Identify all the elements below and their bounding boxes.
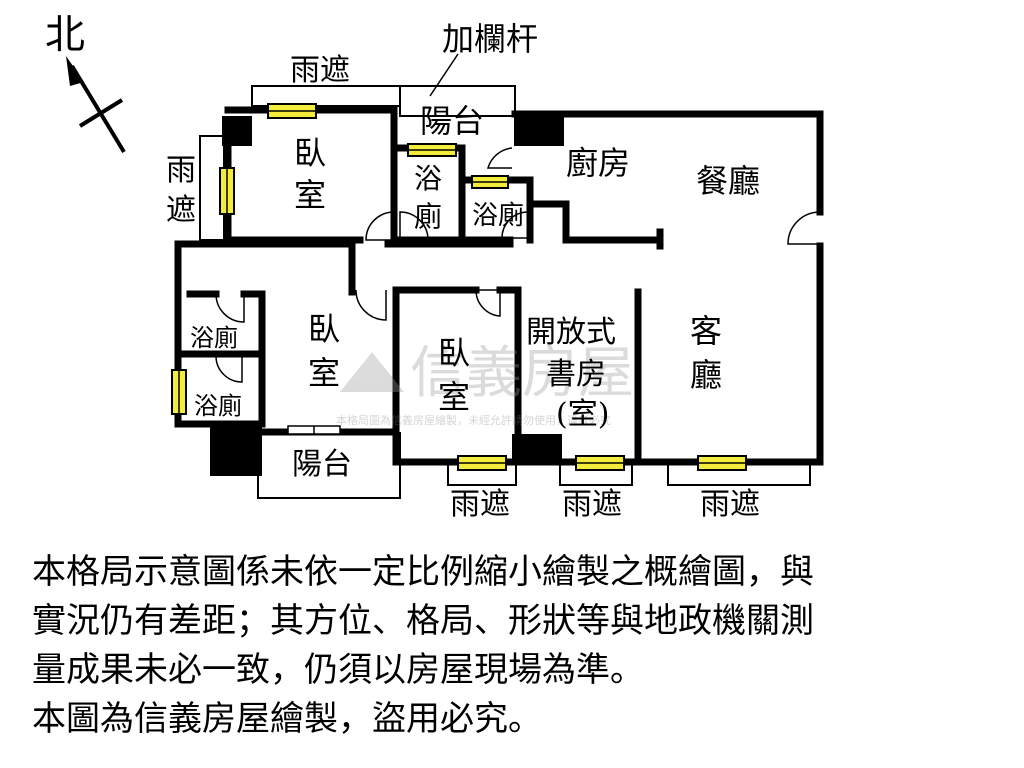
bedroom-mid-label-2: 室	[308, 354, 340, 392]
railing-leader	[429, 53, 459, 97]
awning-left-label-1: 雨	[166, 153, 196, 188]
bath-top-b-label: 浴廁	[472, 201, 524, 231]
watermark: 信義房屋 本格局圖為信義房屋繪製，未經允許請勿使用，違者必究	[336, 341, 634, 427]
floor-plan: 北	[45, 12, 824, 522]
railing-label: 加欄杆	[442, 20, 538, 58]
balcony-top-label: 陽台	[420, 102, 484, 140]
door-swings	[215, 147, 821, 383]
columns	[210, 112, 564, 476]
disclaimer-line-4: 本圖為信義房屋繪製，盜用必究。	[32, 699, 542, 739]
sliding-doors	[287, 425, 341, 435]
study-label-2: 書房	[546, 357, 606, 392]
bedroom-top-label-2: 室	[294, 176, 326, 214]
kitchen-label: 廚房	[566, 144, 630, 182]
balcony-bottom-label: 陽台	[292, 447, 352, 482]
bath-left-a-label: 浴廁	[190, 324, 238, 352]
bath-top-a-label-2: 廁	[414, 200, 442, 233]
bath-top-a-label-1: 浴	[414, 162, 442, 195]
awning-bottom-1-label: 雨遮	[450, 487, 510, 522]
awning-left-label-2: 遮	[166, 193, 196, 228]
watermark-notice: 本格局圖為信義房屋繪製，未經允許請勿使用，違者必究	[336, 413, 611, 427]
disclaimer-line-3: 量成果未必一致，仍須以房屋現場為準。	[32, 650, 644, 690]
study-label-1: 開放式	[526, 315, 616, 350]
room-labels: 加欄杆 雨遮 陽台 臥 室 雨 遮 浴 廁 浴廁 廚房 餐廳 浴廁 浴廁 臥 室…	[166, 20, 760, 522]
bedroom-top-label-1: 臥	[294, 134, 326, 172]
disclaimer-line-1: 本格局示意圖係未依一定比例縮小繪製之概繪圖，與	[32, 552, 814, 592]
bedroom-small-label-2: 室	[438, 378, 470, 416]
awning-bottom-2-label: 雨遮	[562, 487, 622, 522]
bedroom-mid-label-1: 臥	[308, 310, 340, 348]
living-label-2: 廳	[690, 356, 722, 394]
bath-left-b-label: 浴廁	[194, 392, 242, 420]
dining-label: 餐廳	[696, 162, 760, 200]
disclaimer-text: 本格局示意圖係未依一定比例縮小繪製之概繪圖，與 實況仍有差距；其方位、格局、形狀…	[32, 548, 1012, 744]
window-mullions	[178, 110, 746, 464]
north-arrow-icon: 北	[45, 12, 126, 154]
awning-top-label: 雨遮	[290, 53, 350, 88]
living-label-1: 客	[690, 312, 722, 350]
disclaimer-line-2: 實況仍有差距；其方位、格局、形狀等與地政機關測	[32, 601, 814, 641]
north-label: 北	[45, 12, 85, 58]
watermark-brand: 信義房屋	[410, 341, 634, 406]
awning-bottom-3-label: 雨遮	[700, 487, 760, 522]
brand-logo-icon	[340, 352, 404, 392]
bedroom-small-label-1: 臥	[438, 334, 470, 372]
study-label-3: (室)	[556, 397, 609, 432]
